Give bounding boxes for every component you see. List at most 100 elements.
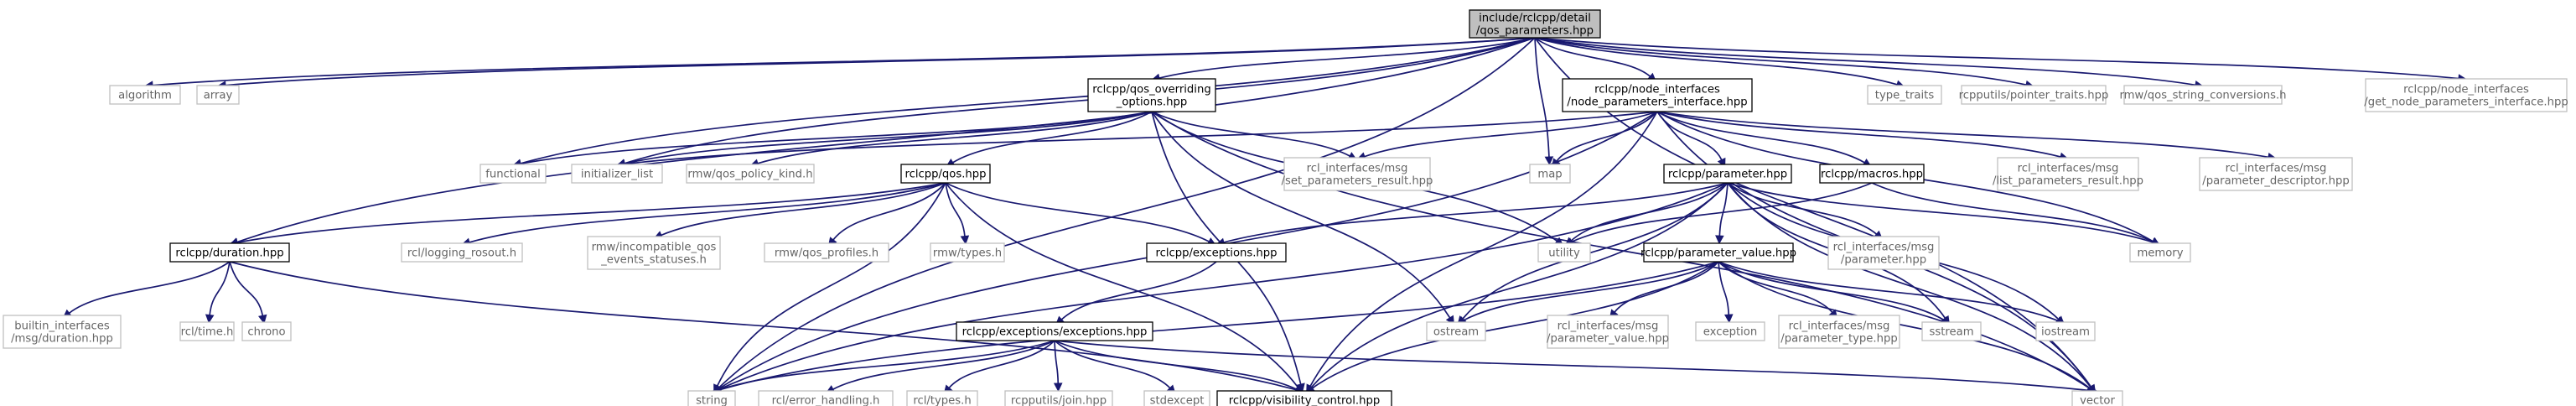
node-pointer-traits: rcpputils/pointer_traits.hpp bbox=[1959, 85, 2109, 105]
node-rmw-types: rmw/types.h bbox=[930, 242, 1005, 263]
node-list-params-result: rcl_interfaces/msg/list_parameters_resul… bbox=[1993, 157, 2143, 191]
node-label: iostream bbox=[2041, 326, 2090, 339]
node-label: /node_parameters_interface.hpp bbox=[1567, 96, 1747, 109]
node-label: /msg/duration.hpp bbox=[11, 333, 113, 346]
node-string: string bbox=[687, 390, 736, 406]
node-qos[interactable]: rclcpp/qos.hpp bbox=[900, 164, 991, 184]
node-label: rcl_interfaces/msg bbox=[2018, 163, 2119, 175]
edge-duration-to-builtin_duration bbox=[62, 261, 231, 319]
node-label: /set_parameters_result.hpp bbox=[1282, 175, 1433, 188]
node-box bbox=[1827, 236, 1940, 270]
node-label: rcpputils/pointer_traits.hpp bbox=[1959, 90, 2109, 102]
edge-parameter_value-to-exception bbox=[1718, 261, 1734, 324]
node-label: rclcpp/duration.hpp bbox=[175, 247, 283, 260]
node-macros[interactable]: rclcpp/macros.hpp bbox=[1819, 164, 1925, 184]
node-node-params-iface[interactable]: rclcpp/node_interfaces/node_parameters_i… bbox=[1562, 78, 1753, 112]
node-box bbox=[956, 321, 1153, 341]
node-label: rcl_interfaces/msg bbox=[2226, 163, 2327, 175]
node-box bbox=[2123, 85, 2283, 105]
node-box bbox=[169, 242, 290, 263]
node-exceptions-exceptions[interactable]: rclcpp/exceptions/exceptions.hpp bbox=[956, 321, 1153, 341]
node-label: rclcpp/node_interfaces bbox=[2403, 84, 2529, 96]
edge-node_params_iface-to-macros bbox=[1656, 111, 1872, 167]
edge-qos-to-rmw_types bbox=[945, 182, 970, 245]
nodes-layer: include/rclcpp/detail/qos_parameters.hpp… bbox=[3, 9, 2568, 406]
edge-qos_overriding-to-functional bbox=[512, 111, 1153, 169]
node-label: rclcpp/qos.hpp bbox=[904, 169, 986, 181]
node-label: utility bbox=[1548, 247, 1580, 260]
node-label: algorithm bbox=[118, 90, 172, 102]
node-chrono: chrono bbox=[241, 321, 292, 341]
node-label: array bbox=[204, 90, 233, 102]
edge-parameter_value-to-param_value_msg bbox=[1609, 261, 1719, 319]
edge-macros-to-memory bbox=[1871, 182, 2161, 246]
node-label: memory bbox=[2137, 247, 2183, 260]
node-rcpputils-join: rcpputils/join.hpp bbox=[1004, 390, 1113, 406]
node-main[interactable]: include/rclcpp/detail/qos_parameters.hpp bbox=[1469, 9, 1601, 39]
node-parameter-value[interactable]: rclcpp/parameter_value.hpp bbox=[1640, 242, 1796, 263]
node-utility: utility bbox=[1537, 242, 1591, 263]
node-label: exception bbox=[1703, 326, 1757, 339]
edge-node_params_iface-to-visibility_control bbox=[1306, 111, 1658, 394]
node-incompatible-qos: rmw/incompatible_qos_events_statuses.h bbox=[587, 236, 721, 270]
node-rcl-time: rcl/time.h bbox=[179, 321, 235, 341]
node-qos-overriding[interactable]: rclcpp/qos_overriding_options.hpp bbox=[1087, 78, 1216, 112]
node-box bbox=[2199, 157, 2353, 191]
node-box bbox=[1778, 315, 1900, 349]
node-box bbox=[1146, 242, 1287, 263]
node-box bbox=[1921, 321, 1982, 341]
node-box bbox=[1961, 85, 2107, 105]
node-rcl-types: rcl/types.h bbox=[906, 390, 978, 406]
node-visibility-control[interactable]: rclcpp/visibility_control.hpp bbox=[1216, 390, 1392, 406]
node-duration[interactable]: rclcpp/duration.hpp bbox=[169, 242, 290, 263]
node-box bbox=[686, 164, 815, 184]
edge-node_params_iface-to-parameter bbox=[1656, 111, 1726, 168]
node-param-value-msg: rcl_interfaces/msg/parameter_value.hpp bbox=[1547, 315, 1669, 349]
node-box bbox=[2071, 390, 2123, 406]
node-box bbox=[900, 164, 991, 184]
node-algorithm: algorithm bbox=[109, 85, 181, 105]
node-box bbox=[1143, 390, 1210, 406]
node-box bbox=[109, 85, 181, 105]
node-label: rclcpp/qos_overriding bbox=[1092, 84, 1210, 96]
node-box bbox=[1819, 164, 1925, 184]
node-builtin-duration: builtin_interfaces/msg/duration.hpp bbox=[3, 315, 122, 349]
node-label: rcpputils/join.hpp bbox=[1011, 395, 1107, 406]
edge-duration-to-chrono bbox=[229, 261, 267, 325]
node-label: stdexcept bbox=[1150, 395, 1205, 406]
node-get-node-params-iface: rclcpp/node_interfaces/get_node_paramete… bbox=[2364, 78, 2568, 112]
node-label: rmw/qos_policy_kind.h bbox=[687, 169, 812, 181]
node-label: rclcpp/parameter.hpp bbox=[1668, 169, 1787, 181]
node-exceptions-hpp[interactable]: rclcpp/exceptions.hpp bbox=[1146, 242, 1287, 263]
node-box bbox=[906, 390, 978, 406]
edges-layer bbox=[62, 37, 2468, 395]
node-box bbox=[241, 321, 292, 341]
node-box bbox=[758, 390, 894, 406]
edge-main-to-map bbox=[1534, 37, 1554, 166]
node-msg-parameter: rcl_interfaces/msg/parameter.hpp bbox=[1827, 236, 1940, 270]
node-parameter[interactable]: rclcpp/parameter.hpp bbox=[1663, 164, 1792, 184]
node-sstream: sstream bbox=[1921, 321, 1982, 341]
node-label: rmw/qos_string_conversions.h bbox=[2119, 90, 2286, 102]
edge-exceptions_exceptions-to-string bbox=[711, 340, 1055, 394]
node-label: sstream bbox=[1929, 326, 1973, 339]
edge-parameter-to-memory bbox=[1727, 182, 2161, 247]
node-vector: vector bbox=[2071, 390, 2123, 406]
node-label: rclcpp/exceptions.hpp bbox=[1155, 247, 1277, 260]
node-label: rclcpp/macros.hpp bbox=[1821, 169, 1923, 181]
node-label: rclcpp/node_interfaces bbox=[1594, 84, 1720, 96]
node-label: rclcpp/exceptions/exceptions.hpp bbox=[962, 326, 1148, 339]
edge-exceptions_exceptions-to-error_handling bbox=[825, 340, 1055, 393]
node-label: rcl/error_handling.h bbox=[772, 395, 880, 406]
edge-main-to-array bbox=[216, 37, 1536, 90]
node-exception: exception bbox=[1695, 321, 1765, 341]
node-box bbox=[1216, 390, 1392, 406]
edge-qos-to-incompatible_qos bbox=[653, 182, 946, 240]
node-label: _events_statuses.h bbox=[600, 254, 707, 267]
node-label: chrono bbox=[247, 326, 285, 339]
node-box bbox=[1283, 157, 1431, 191]
node-label: /parameter_type.hpp bbox=[1780, 333, 1897, 346]
node-box bbox=[1469, 9, 1601, 39]
edge-qos_overriding-to-vector bbox=[1151, 111, 2097, 394]
